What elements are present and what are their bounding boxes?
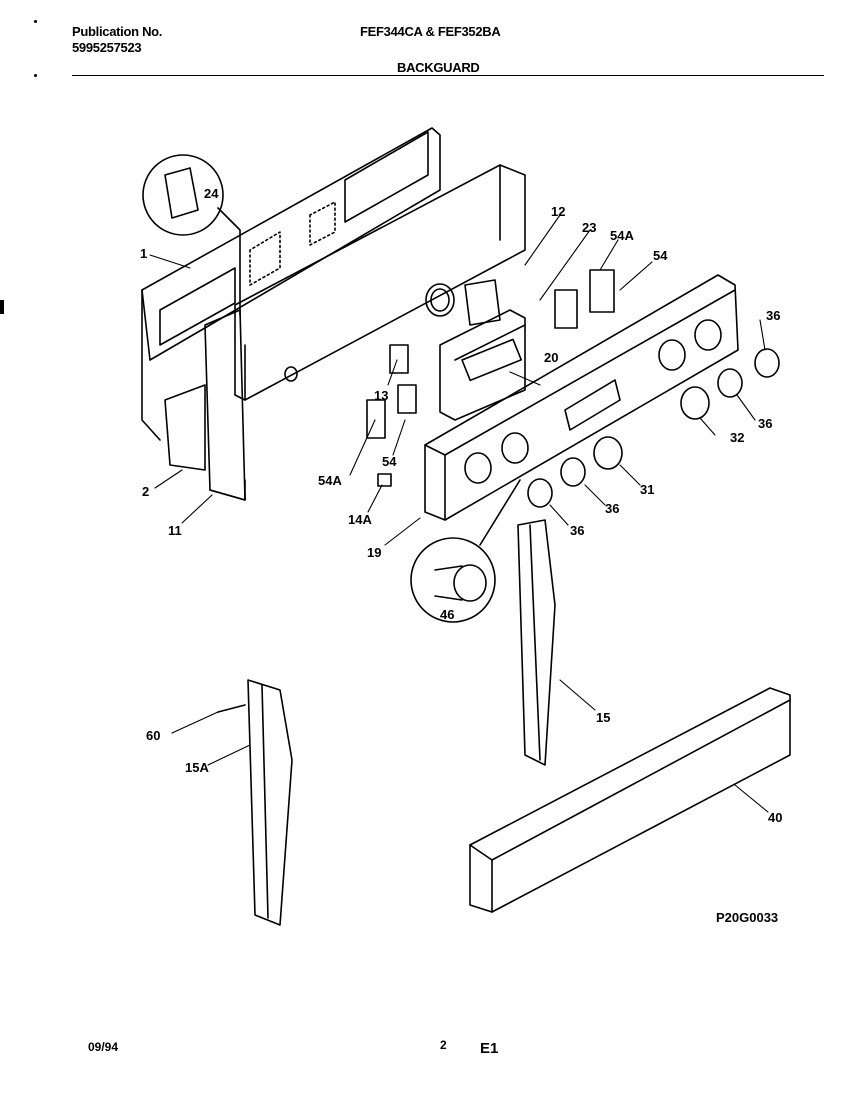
- scan-dot: [34, 20, 37, 23]
- callout-54: 54: [382, 454, 397, 469]
- callout-24: 24: [204, 186, 219, 201]
- model-numbers: FEF344CA & FEF352BA: [360, 24, 501, 39]
- callout-60: 60: [146, 728, 160, 743]
- callout-19: 19: [367, 545, 381, 560]
- control-panel: [424, 274, 739, 521]
- callout-2: 2: [142, 484, 149, 499]
- callout-31: 31: [640, 482, 654, 497]
- callout-36-a: 36: [766, 308, 780, 323]
- callout-54A-top: 54A: [610, 228, 634, 243]
- clock-module: [439, 309, 526, 421]
- callout-46: 46: [440, 607, 454, 622]
- callout-12: 12: [551, 204, 565, 219]
- callout-36-b: 36: [758, 416, 772, 431]
- callout-54-top: 54: [653, 248, 668, 263]
- scan-edge-mark: [0, 300, 4, 314]
- footer-date: 09/94: [88, 1040, 119, 1054]
- callout-13: 13: [374, 388, 388, 403]
- section-title: BACKGUARD: [397, 60, 480, 75]
- callout-32: 32: [730, 430, 744, 445]
- coil-wire: [425, 279, 501, 326]
- callout-20: 20: [544, 350, 558, 365]
- footer-code: E1: [480, 1040, 499, 1057]
- callout-40: 40: [768, 810, 782, 825]
- rear-panel: [141, 127, 441, 441]
- diagram-id: P20G0033: [716, 910, 778, 925]
- lower-bracket: [164, 384, 206, 471]
- switch-blocks: [366, 269, 615, 487]
- callout-14A: 14A: [348, 512, 372, 527]
- footer-page: 2: [440, 1038, 447, 1052]
- inset-switch: [142, 154, 241, 316]
- knobs: [527, 348, 780, 508]
- callouts: 1 24 2 11 12 23 54A 54 20 13 54A 54 14A …: [140, 186, 782, 925]
- header-rule: [72, 75, 824, 76]
- trim-extrusion: [469, 687, 791, 913]
- callout-36-d: 36: [570, 523, 584, 538]
- side-trim: [204, 309, 246, 501]
- scan-dot: [34, 74, 37, 77]
- callout-1: 1: [140, 246, 147, 261]
- callout-15A: 15A: [185, 760, 209, 775]
- support-rail-left: [217, 679, 293, 926]
- callout-54A: 54A: [318, 473, 342, 488]
- publication-label: Publication No.: [72, 24, 163, 39]
- callout-11: 11: [168, 523, 182, 538]
- callout-15: 15: [596, 710, 610, 725]
- leader-lines: [149, 214, 769, 813]
- publication-number: 5995257523: [72, 40, 142, 55]
- callout-23: 23: [582, 220, 596, 235]
- support-rail-right: [517, 519, 556, 766]
- inset-knob: [410, 479, 521, 623]
- inner-panel: [234, 164, 526, 401]
- callout-36-c: 36: [605, 501, 619, 516]
